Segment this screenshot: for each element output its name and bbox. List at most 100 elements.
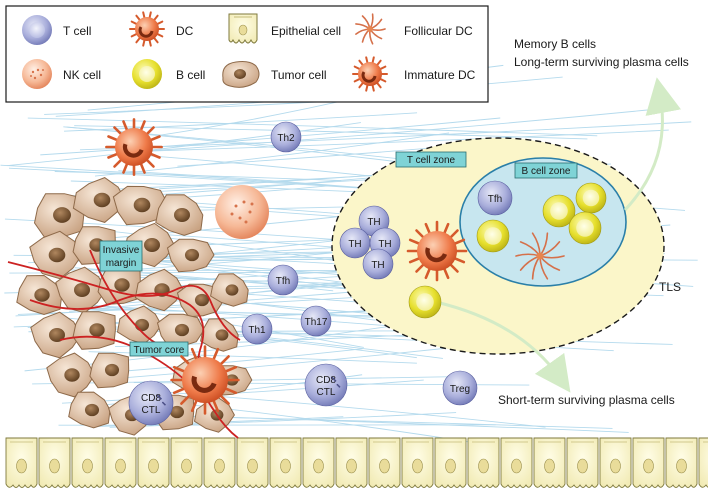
th-cell-4: TH	[362, 248, 394, 280]
svg-text:Th17: Th17	[305, 317, 328, 328]
legend-label-b-cell: B cell	[176, 68, 205, 82]
legend-label-immature-dc: Immature DC	[404, 68, 476, 82]
epithelial-cell	[698, 437, 708, 488]
epithelial-layer	[5, 437, 708, 488]
memory-b-cells-label: Memory B cells	[514, 37, 596, 51]
legend-label-dc: DC	[176, 24, 194, 38]
epithelial-cell	[71, 437, 104, 488]
follicular-dc-icon	[355, 13, 386, 45]
tumor-cell	[166, 238, 215, 273]
dc-tumor-core	[170, 345, 240, 415]
svg-text:Th1: Th1	[248, 325, 266, 336]
legend-label-nk-cell: NK cell	[63, 68, 101, 82]
tumor-cell	[72, 311, 116, 350]
epithelial-cell	[170, 437, 203, 488]
epithelial-cell	[269, 437, 302, 488]
svg-text:Tfh: Tfh	[488, 194, 502, 205]
epithelial-cell	[5, 437, 38, 488]
svg-text:CD8: CD8	[316, 375, 336, 386]
epithelial-cell	[533, 437, 566, 488]
svg-text:Treg: Treg	[450, 384, 470, 395]
epithelial-cell	[632, 437, 665, 488]
b-cell-zone-label: B cell zone	[514, 162, 578, 179]
epithelial-cell	[236, 437, 269, 488]
th17-cell: Th17	[300, 305, 332, 337]
tumor-cell	[68, 391, 111, 429]
epithelial-cell	[368, 437, 401, 488]
tumor-cell	[112, 185, 169, 226]
tumor-cell	[155, 194, 204, 236]
nk-cell	[215, 185, 269, 239]
tumor-cell	[72, 177, 126, 223]
tumor-cell	[33, 193, 85, 239]
tfh-cell-bzone: Tfh	[477, 180, 513, 216]
svg-text:CTL: CTL	[142, 405, 161, 416]
epithelial-cell	[467, 437, 500, 488]
tumor-cell	[29, 230, 83, 280]
epithelial-cell-icon	[228, 13, 258, 44]
epithelial-cell	[203, 437, 236, 488]
tumor-cell	[16, 274, 63, 316]
b-cell-icon	[132, 59, 162, 89]
svg-text:margin: margin	[106, 258, 137, 269]
svg-text:CD8: CD8	[141, 393, 161, 404]
svg-text:Tfh: Tfh	[276, 276, 290, 287]
svg-text:TH: TH	[367, 217, 380, 228]
invasive-margin-label: Invasive margin	[99, 240, 143, 272]
mature-dc-tls	[406, 220, 468, 282]
svg-text:TH: TH	[348, 239, 361, 250]
th2-cell: Th2	[270, 121, 302, 153]
svg-text:Invasive: Invasive	[103, 245, 140, 256]
tumor-cell	[200, 318, 239, 352]
long-term-plasma-label: Long-term surviving plasma cells	[514, 55, 689, 69]
epithelial-cell	[599, 437, 632, 488]
svg-text:Tumor core: Tumor core	[134, 345, 185, 356]
legend-label-tumor-cell: Tumor cell	[271, 68, 327, 82]
epithelial-cell	[566, 437, 599, 488]
legend-label-epithelial-cell: Epithelial cell	[271, 24, 341, 38]
tls-label: TLS	[659, 280, 681, 294]
epithelial-cell	[104, 437, 137, 488]
b-cell-bzone-4	[568, 211, 602, 245]
immature-dc	[105, 118, 163, 176]
tfh-cell: Tfh	[267, 264, 299, 296]
immature-dc-icon	[352, 56, 388, 92]
epithelial-cell	[500, 437, 533, 488]
b-cell-bzone-2	[542, 194, 576, 228]
epithelial-cell	[302, 437, 335, 488]
tumor-cell	[89, 352, 130, 389]
svg-text:T cell zone: T cell zone	[407, 155, 456, 166]
svg-text:CTL: CTL	[317, 387, 336, 398]
epithelial-cell	[401, 437, 434, 488]
tumor-cell	[46, 352, 96, 398]
th-cell-2: TH	[339, 227, 371, 259]
t-cell-zone-label: T cell zone	[395, 151, 467, 168]
differentiation-arrows	[435, 77, 681, 393]
dc-icon	[129, 11, 165, 47]
follicular-dc	[515, 232, 565, 280]
epithelial-cell	[434, 437, 467, 488]
t-cell-icon	[22, 15, 52, 45]
tumor-core-label: Tumor core	[129, 341, 189, 357]
svg-text:Th2: Th2	[277, 133, 295, 144]
tumor-cell	[134, 268, 184, 312]
th1-cell: Th1	[241, 313, 273, 345]
legend-label-follicular-dc: Follicular DC	[404, 24, 473, 38]
tumor-cell	[97, 266, 141, 305]
nk-cell-icon	[22, 59, 52, 89]
epithelial-cell	[137, 437, 170, 488]
tumor-mass	[16, 177, 253, 436]
b-cell-tzone	[408, 285, 442, 319]
svg-text:TH: TH	[378, 239, 391, 250]
treg-cell: Treg	[442, 370, 478, 406]
epithelial-cell	[335, 437, 368, 488]
epithelial-cell	[38, 437, 71, 488]
legend-label-t-cell: T cell	[63, 24, 91, 38]
legend: T cell DC Epithelial cell Follicular DC	[5, 5, 489, 103]
b-cell-bzone-1	[476, 219, 510, 253]
svg-text:TH: TH	[371, 260, 384, 271]
short-term-plasma-label: Short-term surviving plasma cells	[498, 393, 675, 407]
tumor-cell	[156, 313, 205, 348]
